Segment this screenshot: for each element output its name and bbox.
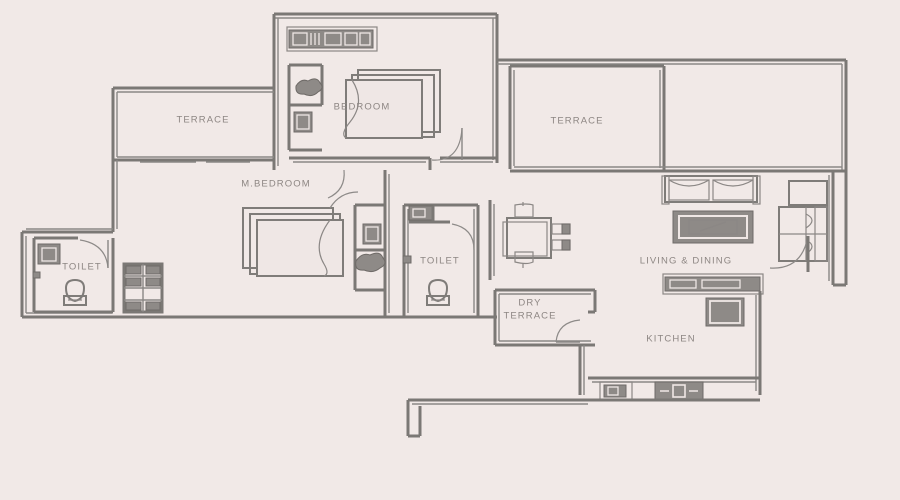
room-label-toilet-mid: TOILET xyxy=(420,256,460,267)
room-toilet-mid xyxy=(402,203,480,319)
dining-furniture xyxy=(488,200,571,280)
room-toilet-left xyxy=(32,236,164,314)
room-dry-terrace xyxy=(493,288,597,395)
bed-bedroom xyxy=(343,69,441,139)
wardrobe-bedroom-fixture xyxy=(286,26,378,52)
room-label-m-bedroom: M.BEDROOM xyxy=(241,179,311,190)
room-label-living-dining: LIVING & DINING xyxy=(640,256,733,267)
bedroom-fixtures xyxy=(293,78,323,133)
exterior-walls xyxy=(20,12,848,319)
storage-grid xyxy=(122,262,164,314)
room-label-dry-terrace-line2: TERRACE xyxy=(503,311,556,322)
tv-unit xyxy=(672,210,754,244)
room-bedroom xyxy=(286,26,497,170)
kitchen-hob xyxy=(654,381,704,401)
room-label-bedroom: BEDROOM xyxy=(334,102,391,113)
side-furniture xyxy=(778,180,828,262)
room-living-dining xyxy=(661,171,848,295)
fridge xyxy=(705,297,745,327)
room-label-toilet-left: TOILET xyxy=(62,262,102,273)
room-kitchen xyxy=(406,291,762,438)
room-label-terrace-right: TERRACE xyxy=(550,116,603,127)
wc-toilet-left xyxy=(63,278,87,306)
kitchen-counter xyxy=(588,376,760,402)
bed-master xyxy=(242,207,344,277)
room-labels: TERRACE BEDROOM M.BEDROOM TERRACE TOILET… xyxy=(62,102,733,345)
wc-toilet-mid xyxy=(426,278,450,306)
living-counter xyxy=(662,273,764,295)
dining-table xyxy=(502,217,552,259)
room-label-kitchen: KITCHEN xyxy=(646,334,695,345)
dining-chairs xyxy=(514,202,571,268)
sofa-living xyxy=(661,175,761,205)
room-label-terrace-left: TERRACE xyxy=(176,115,229,126)
room-master-bedroom xyxy=(242,169,386,292)
room-label-dry-terrace-line1: DRY xyxy=(518,298,541,309)
